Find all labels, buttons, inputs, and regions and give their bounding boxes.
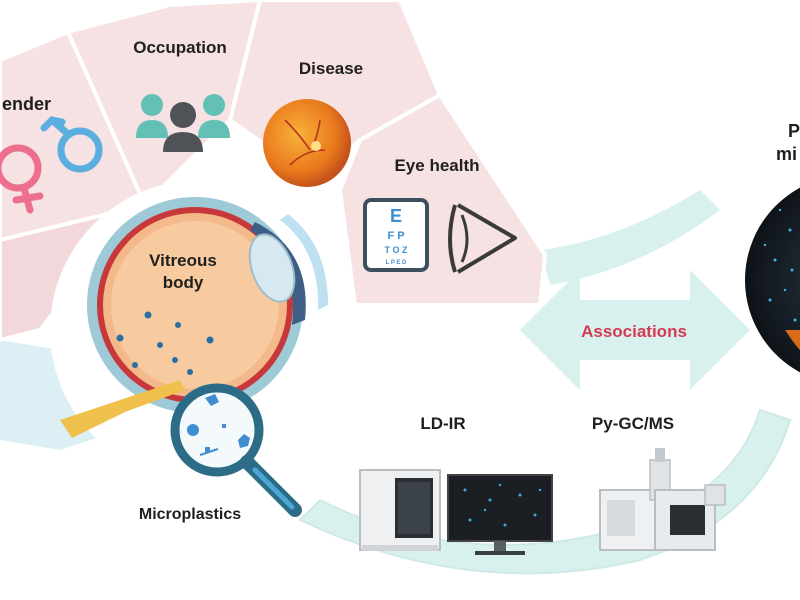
label-disease: Disease [299,59,363,78]
label-eye-health: Eye health [394,156,479,175]
py-gcms-instrument [599,448,726,551]
mars-icon [40,116,103,173]
associations-arrow [520,270,750,390]
eyeball-illustration [87,197,328,413]
eye-chart-row-1: E [390,206,402,226]
eye-chart-row-4: L P E D [386,260,407,266]
spectral-image [745,187,800,373]
label-right-partial-1: P [788,121,800,141]
label-ld-ir: LD-IR [420,414,465,433]
magnifier-icon [170,383,302,517]
magnifier-handle-yellow [60,380,185,438]
ld-ir-instrument [359,469,441,551]
label-associations: Associations [581,322,687,341]
label-occupation: Occupation [133,38,227,57]
vitreous-particles [116,311,214,375]
eye-chart-row-3: T O Z [385,245,408,255]
eye-lens-icon [448,203,517,274]
venus-icon [0,144,44,214]
label-microplastics: Microplastics [139,506,241,523]
label-py-gc-ms: Py-GC/MS [592,414,674,433]
ld-ir-monitor [447,474,553,555]
eye-chart-icon: E F P T O Z L P E D [363,198,429,272]
label-right-partial-2: mi [776,144,797,164]
label-vitreous: Vitreous [149,251,217,270]
label-body: body [163,273,204,292]
retina-fundus-icon [263,99,351,187]
teal-arc-upper [540,190,720,285]
people-icon [136,94,230,152]
label-gender: ender [2,94,51,114]
eye-chart-row-2: F P [387,230,404,242]
